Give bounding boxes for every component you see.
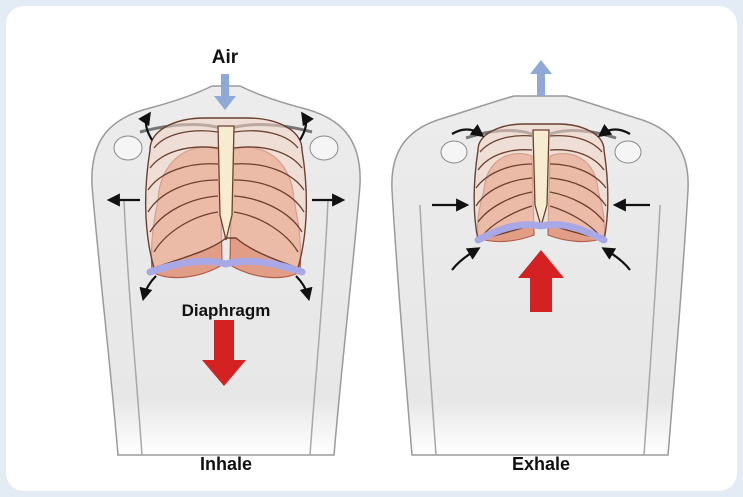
breathing-diagram: Air Diaphragm Inhale Exhale — [6, 6, 737, 491]
diaphragm-label: Diaphragm — [182, 301, 271, 320]
exhale-air-arrow — [530, 60, 552, 96]
inhale-label: Inhale — [200, 454, 252, 474]
air-label: Air — [212, 47, 239, 68]
exhale-label: Exhale — [512, 454, 570, 474]
inhale-figure — [92, 74, 360, 455]
exhale-figure — [392, 60, 688, 455]
diagram-card: Air Diaphragm Inhale Exhale — [6, 6, 737, 491]
